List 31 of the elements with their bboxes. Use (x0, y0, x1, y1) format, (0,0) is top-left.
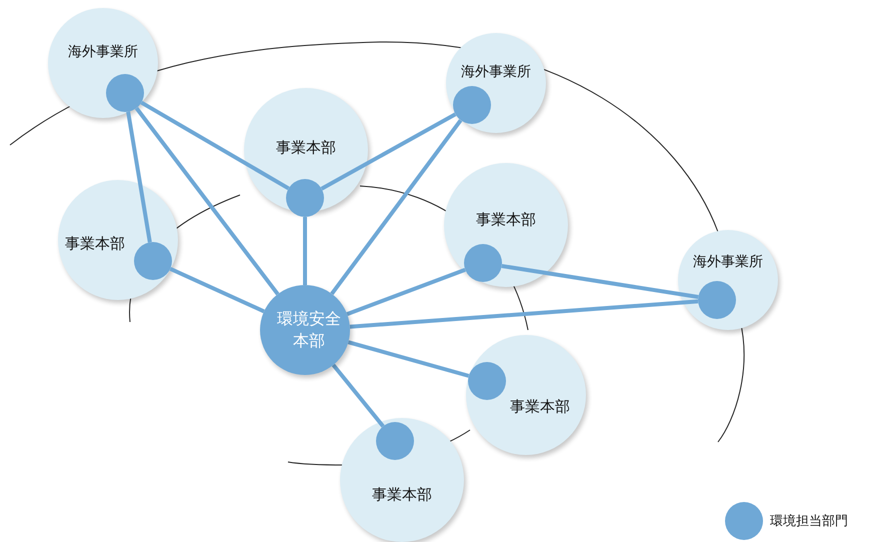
node-label: 海外事業所 (693, 253, 763, 271)
dot-marker (464, 244, 502, 282)
node-label: 事業本部 (510, 398, 570, 416)
dot-marker (286, 179, 324, 217)
connector-line (140, 100, 290, 190)
connector-line (330, 119, 462, 296)
connector-line (350, 299, 698, 329)
connector-line (126, 111, 152, 243)
connector-line (303, 217, 307, 285)
office-circle (446, 33, 546, 133)
node-label: 事業本部 (476, 210, 536, 230)
node-label: 事業本部 (372, 486, 432, 504)
connector-line (169, 267, 265, 314)
node-label: 事業本部 (65, 234, 125, 254)
dot-marker (376, 422, 414, 460)
connector-line (346, 268, 466, 316)
node-label: 海外事業所 (68, 43, 138, 61)
legend-label: 環境担当部門 (770, 513, 848, 530)
dot-marker (453, 86, 491, 124)
node-label: 事業本部 (276, 138, 336, 158)
center-circle: 環境安全本部 (260, 285, 350, 375)
dot-marker (106, 74, 144, 112)
connector-line (332, 364, 385, 428)
node-label: 海外事業所 (461, 63, 531, 81)
dot-marker (698, 281, 736, 319)
connector-line (320, 112, 456, 190)
dot-marker (134, 242, 172, 280)
connector-line (134, 106, 280, 296)
connector-line (501, 264, 699, 300)
dot-marker (468, 362, 506, 400)
connector-line (348, 340, 470, 378)
